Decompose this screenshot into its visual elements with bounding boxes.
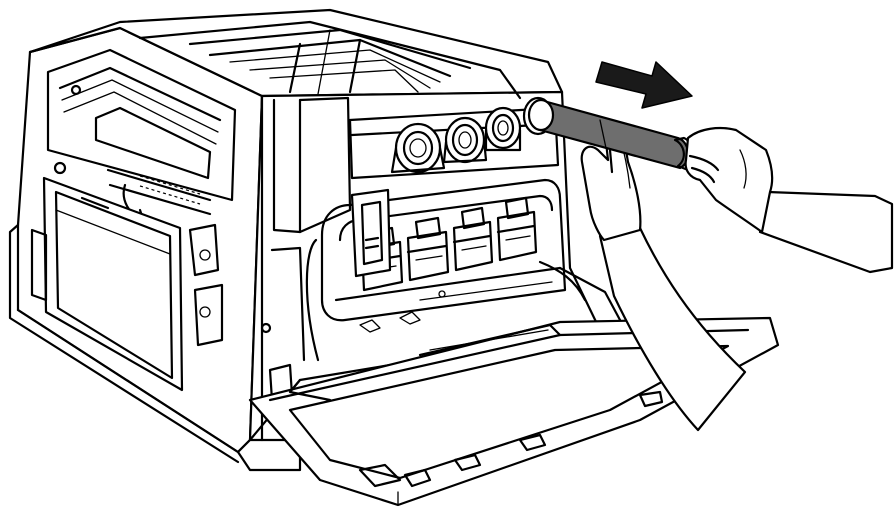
side-access-door (30, 176, 184, 392)
bay-latch-lever (305, 188, 392, 362)
imaging-unit-3 (452, 206, 494, 272)
toner-port-magenta (484, 106, 522, 152)
printer-base (16, 308, 302, 472)
imaging-unit-bay (320, 178, 567, 322)
toner-port-yellow (442, 116, 488, 164)
right-hand (684, 127, 894, 274)
left-sleeve (598, 226, 747, 432)
right-sleeve (758, 190, 894, 274)
toner-port-black (390, 122, 446, 174)
printer-top (28, 8, 564, 98)
front-door-open (248, 260, 780, 507)
imaging-unit-4 (496, 196, 538, 262)
output-tray (138, 20, 522, 100)
arrow-right-icon (595, 61, 693, 109)
side-internals (46, 48, 237, 347)
toner-cartridge (527, 98, 695, 172)
left-hand (580, 129, 747, 432)
imaging-unit-2 (406, 216, 450, 282)
